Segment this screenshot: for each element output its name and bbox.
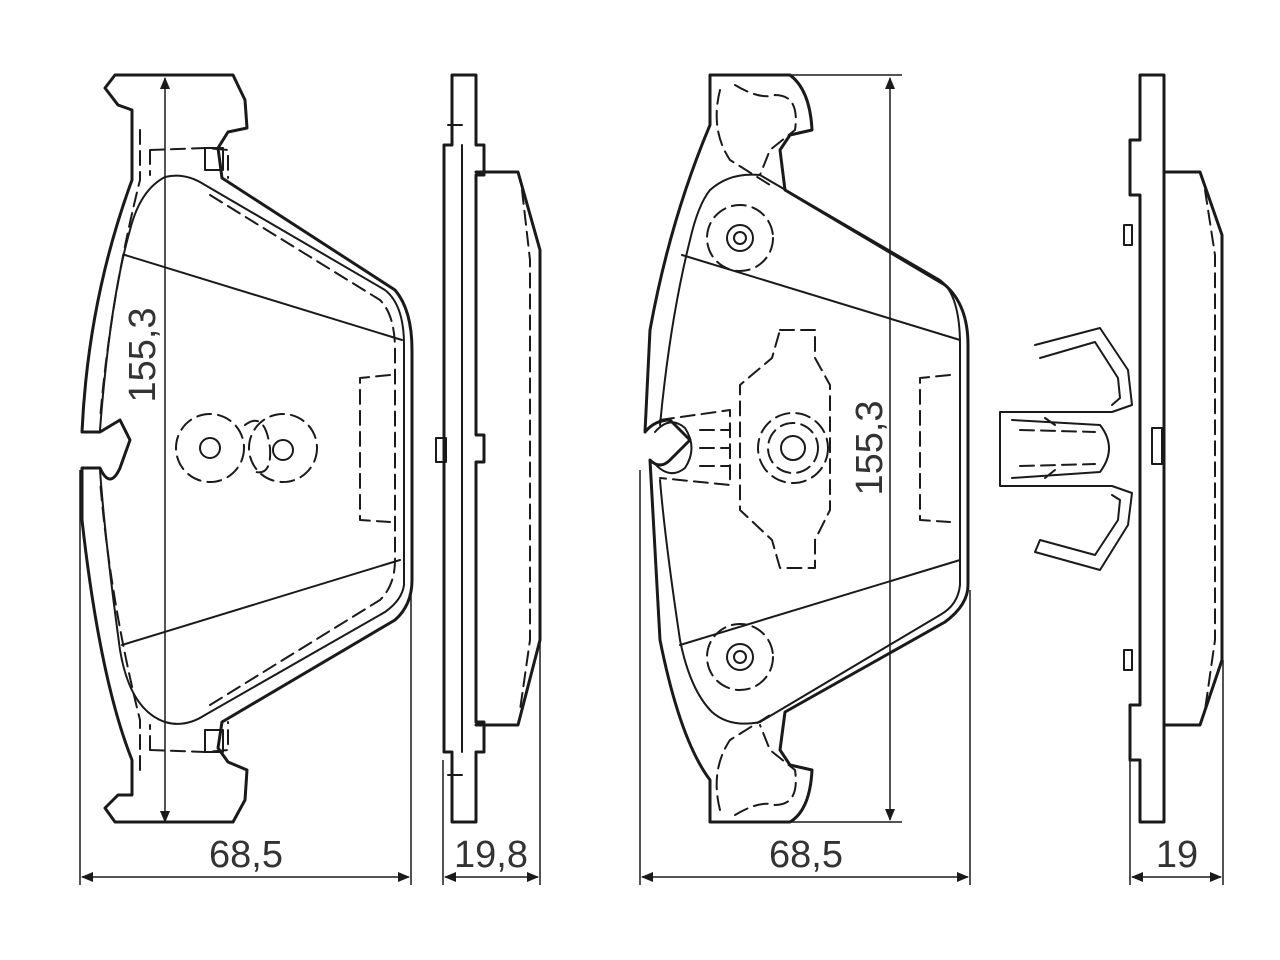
pad2-width-label: 68,5 xyxy=(769,834,843,876)
pad1-side-hidden-outline xyxy=(519,189,531,711)
pad1-height-dimension: 155,3 xyxy=(122,77,170,823)
pad2-hidden-centre-ring-outer xyxy=(757,412,829,484)
pad2-friction-material xyxy=(659,173,961,725)
pad1-width-dimension: 68,5 xyxy=(79,470,412,885)
pad1-chamfer-top xyxy=(124,254,403,341)
pad1-thickness-dimension: 19,8 xyxy=(442,640,541,885)
pad2-front-view xyxy=(643,73,970,824)
pad2-hole-bottom-outer xyxy=(726,643,754,671)
pad1-chamfer-bottom xyxy=(121,559,401,646)
pad2-height-dimension: 155,3 xyxy=(790,74,902,823)
pad2-side-backing-plate xyxy=(1128,73,1166,824)
pad2-width-dimension: 68,5 xyxy=(639,470,971,885)
pad2-hidden-spring-bracket xyxy=(739,329,831,569)
pad2-side-pin-top xyxy=(1123,224,1133,246)
pad2-centre-ring xyxy=(780,435,806,461)
pad2-side-view xyxy=(999,73,1224,824)
pad2-hole-top-inner xyxy=(733,231,747,245)
pad1-hidden-arc xyxy=(244,419,272,474)
pad2-backing-plate-outline xyxy=(643,73,970,824)
pad2-side-friction-material xyxy=(1162,170,1224,727)
pad2-height-label: 155,3 xyxy=(849,400,891,495)
pad2-hole-bottom-inner xyxy=(733,650,747,664)
pad1-hole-left xyxy=(199,437,221,459)
pad1-hidden-hole-right xyxy=(248,413,318,483)
pad1-side-friction-material xyxy=(474,170,542,727)
pad2-spring-clip xyxy=(999,327,1133,571)
pad1-rivet-tab-top xyxy=(204,147,224,171)
pad2-side-clip-pin xyxy=(1151,427,1163,465)
pad1-width-label: 68,5 xyxy=(209,834,283,876)
pad1-rivet-tab-bottom xyxy=(204,729,224,753)
pad2-thickness-label: 19 xyxy=(1156,834,1198,876)
pad1-backing-plate-outline xyxy=(80,73,414,824)
pad2-side-pin-bottom xyxy=(1123,649,1133,671)
pad1-hidden-slot xyxy=(359,374,391,523)
pad1-side-view xyxy=(435,73,542,824)
pad2-hidden-slot xyxy=(919,374,951,523)
pad1-side-backing-plate xyxy=(442,73,486,824)
pad1-hidden-tab-top xyxy=(149,147,229,179)
pad2-hidden-centre-ring-mid xyxy=(767,422,819,474)
pad1-side-clip xyxy=(435,437,447,463)
pad2-hole-top-outer xyxy=(726,224,754,252)
pad2-chamfer-bottom xyxy=(679,559,961,646)
pad2-spring-clip-tongue xyxy=(1011,419,1110,479)
pad2-hidden-wear-sensor xyxy=(659,409,731,486)
pad1-height-label: 155,3 xyxy=(122,307,164,402)
pad2-hidden-outline xyxy=(715,84,797,816)
pad1-hidden-tab-bottom xyxy=(149,721,229,753)
pad2-side-hidden-outline xyxy=(1204,189,1216,711)
pad2-spring-clip-hidden xyxy=(1019,417,1096,479)
pad2-hidden-hole-top xyxy=(706,204,774,272)
pad2-hidden-hole-bottom xyxy=(706,623,774,691)
pad1-hidden-hole-left xyxy=(175,413,245,483)
pad1-front-view xyxy=(80,73,414,824)
pad2-notch-ring xyxy=(654,421,693,475)
pad1-hidden-outline xyxy=(99,129,396,771)
pad2-thickness-dimension: 19 xyxy=(1129,660,1224,885)
pad1-hole-right xyxy=(272,439,294,461)
pad1-thickness-label: 19,8 xyxy=(454,834,528,876)
